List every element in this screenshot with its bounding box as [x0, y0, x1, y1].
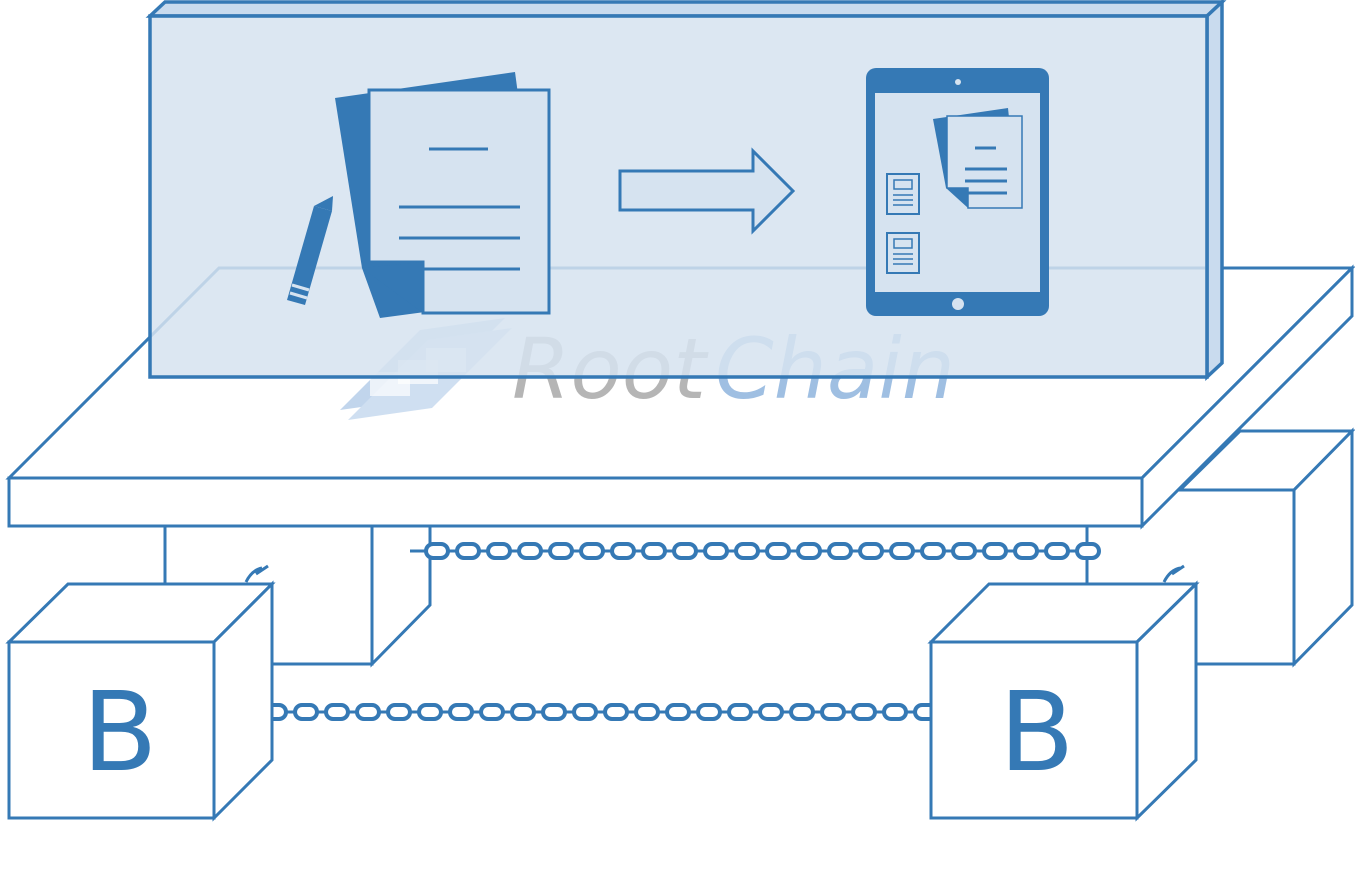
tablet-document-icon [933, 108, 1023, 209]
chain-link [424, 542, 450, 560]
chain-link [572, 703, 598, 721]
chain-link [1075, 542, 1101, 560]
chain-link [486, 542, 512, 560]
document-icon [335, 72, 551, 318]
chain-link [851, 703, 877, 721]
tablet-icon [866, 68, 1049, 316]
chain-link [820, 703, 846, 721]
chain-link [355, 703, 381, 721]
chain-link [1044, 542, 1070, 560]
chain-link [1013, 542, 1039, 560]
chain-link [796, 542, 822, 560]
chain-link [455, 542, 481, 560]
tablet-file-thumb-icon [886, 173, 920, 215]
block-letter-right: B [999, 668, 1074, 796]
chain-link [920, 542, 946, 560]
chain-link [882, 703, 908, 721]
block-letter-left: B [82, 668, 157, 796]
chain-link [696, 703, 722, 721]
chain-link [727, 703, 753, 721]
chain-link [889, 542, 915, 560]
chain-link-lower [248, 703, 939, 721]
digitization-panel [145, 0, 1227, 382]
chain-link [982, 542, 1008, 560]
chain-link [610, 542, 636, 560]
chain-link [510, 703, 536, 721]
pencil-icon [287, 196, 333, 305]
chain-link [603, 703, 629, 721]
chain-link [858, 542, 884, 560]
chain-link [758, 703, 784, 721]
arrow-right-icon [618, 147, 796, 235]
chain-link [579, 542, 605, 560]
chain-link [448, 703, 474, 721]
chain-link [548, 542, 574, 560]
chain-link-upper [410, 542, 1101, 560]
chain-link [634, 703, 660, 721]
chain-link [703, 542, 729, 560]
chain-link [641, 542, 667, 560]
chain-link [672, 542, 698, 560]
chain-link [293, 703, 319, 721]
chain-link [665, 703, 691, 721]
chain-link [386, 703, 412, 721]
chain-link [479, 703, 505, 721]
chain-link [827, 542, 853, 560]
chain-link [324, 703, 350, 721]
chain-link [517, 542, 543, 560]
chain-link [951, 542, 977, 560]
chain-link [417, 703, 443, 721]
tablet-file-thumb-icon [886, 232, 920, 274]
chain-link [765, 542, 791, 560]
chain-link [789, 703, 815, 721]
block-cube-left: B [5, 564, 276, 822]
chain-link [541, 703, 567, 721]
chain-link [734, 542, 760, 560]
block-cube-right: B [927, 564, 1200, 822]
